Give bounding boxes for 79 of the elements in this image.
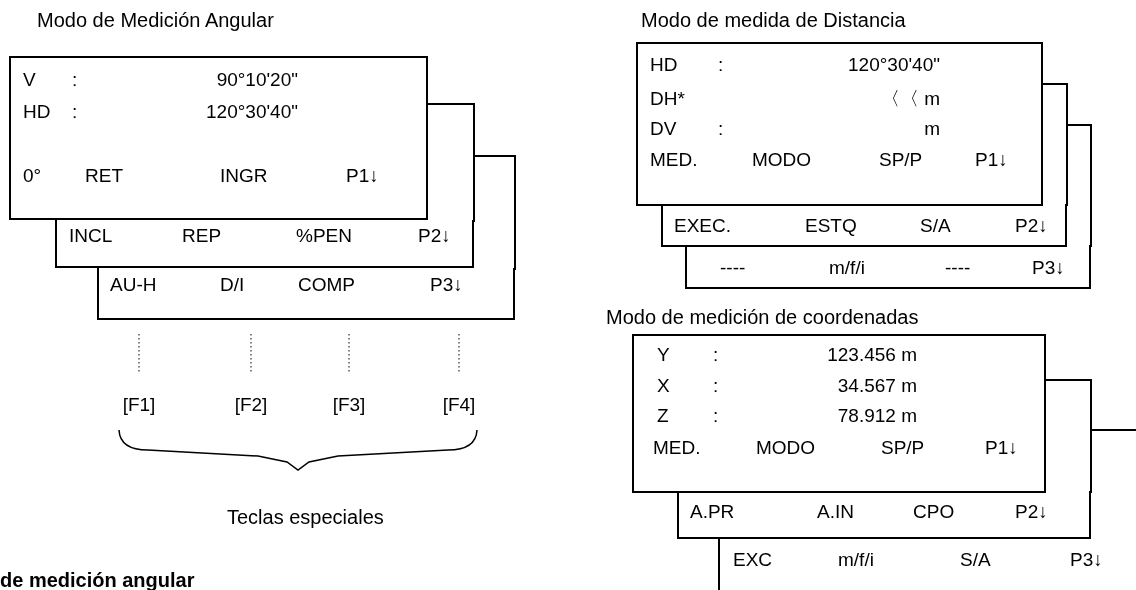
display-text: 120°30'40" <box>848 54 940 76</box>
display-text: MED. <box>650 149 698 171</box>
display-screen <box>632 334 1046 493</box>
display-text: MODO <box>756 437 816 459</box>
display-text: : <box>72 69 78 91</box>
display-text: P3↓ <box>1070 549 1103 571</box>
display-text: 123.456 m <box>827 344 917 366</box>
caption: Teclas especiales <box>227 505 384 529</box>
mode-title: Modo de medición de coordenadas <box>606 305 919 329</box>
function-key-label: [F4] <box>442 394 476 416</box>
dotted-connector <box>458 333 460 375</box>
display-text: m <box>924 118 940 140</box>
display-text: 90°10'20" <box>216 69 298 91</box>
display-text: : <box>713 405 719 427</box>
display-text: A.IN <box>817 501 854 523</box>
display-text: ESTQ <box>805 215 857 237</box>
function-key-label: [F2] <box>234 394 268 416</box>
display-text: CPO <box>913 501 955 523</box>
dotted-connector <box>348 333 350 375</box>
display-text: SP/P <box>881 437 925 459</box>
display-text: P1↓ <box>985 437 1018 459</box>
display-text: P1↓ <box>346 165 379 187</box>
display-text: 34.567 m <box>837 375 917 397</box>
display-screen <box>636 42 1043 206</box>
display-text: MODO <box>752 149 812 171</box>
display-text: P1↓ <box>975 149 1008 171</box>
display-text: m/f/i <box>829 257 865 279</box>
display-text: P2↓ <box>1015 501 1048 523</box>
display-text: SP/P <box>879 149 923 171</box>
stacked-screen-page <box>685 245 1091 289</box>
display-text: %PEN <box>296 225 352 247</box>
mode-title: Modo de medida de Distancia <box>641 8 906 32</box>
display-text: RET <box>85 165 123 187</box>
display-text: P3↓ <box>1032 257 1065 279</box>
display-text: 78.912 m <box>837 405 917 427</box>
display-text: EXC <box>733 549 773 571</box>
stacked-screen-page <box>677 491 1091 539</box>
display-text: S/A <box>920 215 951 237</box>
display-text: P2↓ <box>1015 215 1048 237</box>
display-text: A.PR <box>690 501 735 523</box>
display-text: P3↓ <box>430 274 463 296</box>
display-text: INCL <box>69 225 113 247</box>
display-text: X <box>657 375 670 397</box>
display-text: DH* <box>650 88 685 110</box>
display-text: S/A <box>960 549 991 571</box>
function-key-label: [F3] <box>332 394 366 416</box>
display-text: REP <box>182 225 222 247</box>
stacked-screen-page <box>97 268 515 320</box>
display-text: AU-H <box>110 274 157 296</box>
display-screen <box>9 56 428 220</box>
display-text: D/I <box>220 274 245 296</box>
display-text: V <box>23 69 36 91</box>
display-text: : <box>72 101 78 123</box>
display-text: COMP <box>298 274 355 296</box>
display-text: HD <box>650 54 678 76</box>
stacked-screen-page <box>661 204 1067 247</box>
display-text: DV <box>650 118 677 140</box>
display-text: EXEC. <box>674 215 732 237</box>
display-text: P2↓ <box>418 225 451 247</box>
mode-title: Modo de Medición Angular <box>37 8 274 32</box>
stacked-screen-page <box>55 220 474 268</box>
display-text: : <box>718 118 724 140</box>
display-text: 120°30'40" <box>206 101 298 123</box>
display-text: : <box>718 54 724 76</box>
display-text: INGR <box>220 165 268 187</box>
display-text: 0° <box>23 165 42 187</box>
dotted-connector <box>250 333 252 375</box>
display-text: : <box>713 375 719 397</box>
display-text: HD <box>23 101 51 123</box>
display-text: : <box>713 344 719 366</box>
display-text: ---- <box>720 257 746 279</box>
function-key-label: [F1] <box>122 394 156 416</box>
display-text: Y <box>657 344 670 366</box>
display-text: MED. <box>653 437 701 459</box>
display-text: 〈〈 m <box>880 88 940 110</box>
display-text: ---- <box>945 257 971 279</box>
display-text: m/f/i <box>838 549 874 571</box>
display-text: Z <box>657 405 669 427</box>
dotted-connector <box>138 333 140 375</box>
